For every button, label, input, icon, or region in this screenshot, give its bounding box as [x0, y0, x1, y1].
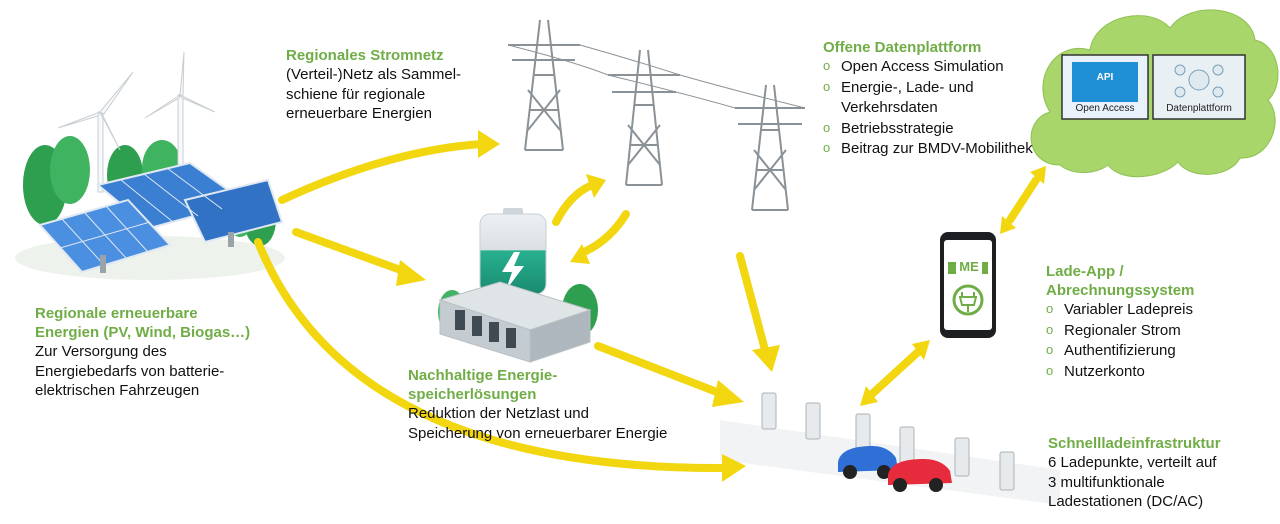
api-icon-text: API — [1096, 72, 1114, 83]
open-data-item-continuation: Verkehrsdaten — [841, 99, 938, 116]
app-feature-item: Regionaler Strom — [1046, 320, 1266, 342]
battery-rack-icons — [438, 281, 592, 363]
regional-grid-line-3: erneuerbare Energien — [286, 105, 432, 122]
charging-block: Schnellladeinfrastruktur 6 Ladepunkte, v… — [1048, 434, 1268, 512]
arrow-renewables-to-charging — [254, 238, 729, 473]
renewables-line-3: elektrischen Fahrzeugen — [35, 382, 200, 399]
renewables-line-2: Energiebedarfs von batterie- — [35, 362, 225, 380]
arrow-storage-to-grid — [552, 182, 594, 226]
open-data-title: Offene Datenplattform — [823, 39, 982, 56]
storage-line-2: Speicherung von erneuerbarer Energie — [408, 424, 668, 442]
data-cloud — [1030, 9, 1279, 178]
charging-title: Schnellladeinfrastruktur — [1048, 435, 1221, 452]
storage-block: Nachhaltige Energie- speicherlösungen Re… — [408, 366, 708, 443]
storage-line-1: Reduktion der Netzlast und — [408, 405, 589, 422]
app-title-line-1: Lade-App / — [1046, 263, 1124, 280]
app-block: Lade-App / Abrechnungssystem Variabler L… — [1046, 262, 1266, 382]
app-feature-item: Variabler Ladepreis — [1046, 299, 1266, 321]
open-data-item: Beitrag zur BMDV-Mobilithek — [823, 138, 1063, 160]
regional-grid-line-2: schiene für regionale — [286, 85, 426, 103]
arrow-grid-to-charging — [736, 252, 769, 354]
open-data-block: Offene Datenplattform Open Access Simula… — [823, 38, 1063, 160]
charging-station-icons — [761, 392, 1015, 491]
renewables-line-1: Zur Versorgung des — [35, 343, 167, 360]
flow-arrows — [254, 130, 1046, 482]
app-feature-list: Variabler Ladepreis Regionaler Strom Aut… — [1046, 299, 1266, 383]
app-title-line-2: Abrechnungssystem — [1046, 282, 1195, 299]
charging-line-2: 3 multifunktionale — [1048, 473, 1165, 491]
wind-turbine-icons — [57, 51, 216, 193]
power-tower-icons — [507, 19, 806, 211]
plug-icon — [952, 284, 984, 316]
app-feature-item: Authentifizierung — [1046, 340, 1266, 362]
charging-line-1: 6 Ladepunkte, verteilt auf — [1048, 454, 1217, 471]
renewables-block: Regionale erneuerbare Energien (PV, Wind… — [35, 304, 295, 401]
arrow-app-cloud — [1006, 176, 1040, 224]
open-data-item: Open Access Simulation — [823, 56, 1063, 78]
arrow-app-charging — [868, 348, 922, 398]
renewables-illustration — [15, 51, 285, 280]
charging-line-3: Ladestationen (DC/AC) — [1048, 493, 1204, 510]
arrow-renewables-to-grid — [278, 140, 486, 204]
open-access-label: Open Access — [1075, 103, 1135, 114]
open-data-item: Energie-, Lade- und — [823, 77, 1063, 99]
regional-grid-title: Regionales Stromnetz — [286, 47, 444, 64]
ev-car-icons — [838, 446, 952, 492]
arrow-renewables-to-storage — [292, 228, 410, 276]
network-icon — [1174, 64, 1224, 98]
storage-title-line-1: Nachhaltige Energie- — [408, 367, 558, 384]
app-feature-item: Nutzerkonto — [1046, 361, 1266, 383]
api-icon — [1072, 62, 1138, 102]
solar-panel-icons — [38, 161, 284, 274]
charging-infrastructure-illustration — [720, 392, 1060, 505]
battery-storage-illustration — [438, 208, 598, 363]
regional-grid-line-1: (Verteil-)Netz als Sammel- — [286, 66, 462, 83]
regional-grid-block: Regionales Stromnetz (Verteil-)Netz als … — [286, 46, 496, 124]
renewables-title-line-2: Energien (PV, Wind, Biogas…) — [35, 324, 251, 341]
open-data-list: Open Access Simulation Energie-, Lade- u… — [823, 56, 1063, 160]
storage-title-line-2: speicherlösungen — [408, 386, 537, 403]
arrow-grid-to-storage — [580, 210, 630, 256]
smartphone-illustration — [940, 232, 996, 338]
datenplattform-label: Datenplattform — [1166, 103, 1232, 114]
open-data-item: Betriebsstrategie — [823, 118, 1063, 140]
app-logo-text: ME — [959, 259, 979, 274]
arrow-storage-to-charging — [594, 342, 726, 398]
renewables-title-line-1: Regionale erneuerbare — [35, 305, 198, 322]
